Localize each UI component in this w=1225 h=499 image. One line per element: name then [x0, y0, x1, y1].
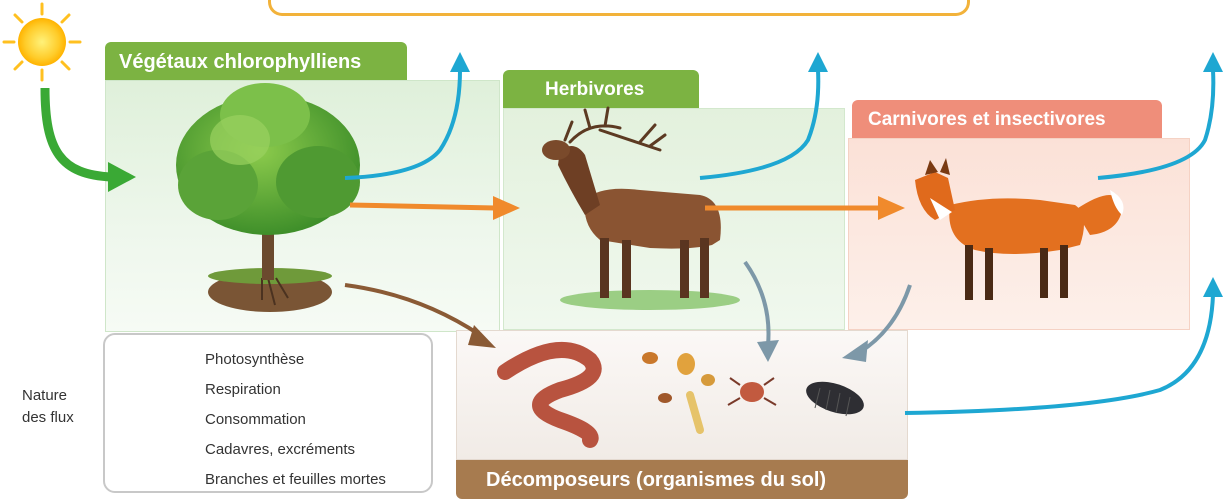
legend-item-consommation: Consommation — [205, 411, 306, 428]
legend-heading-line1: Nature — [22, 385, 74, 407]
legend-box: Photosynthèse Respiration Consommation C… — [103, 333, 433, 493]
cadavres-arrows — [745, 262, 910, 352]
tree-illustration — [176, 83, 360, 312]
legend-item-branches: Branches et feuilles mortes — [205, 471, 386, 488]
insects-illustration — [642, 352, 776, 430]
legend-item-cadavres: Cadavres, excréments — [205, 441, 355, 458]
legend-item-respiration: Respiration — [205, 381, 281, 398]
worm-illustration — [505, 350, 594, 440]
sun-icon — [4, 4, 80, 80]
photosynthesis-arrow — [45, 88, 136, 192]
legend-heading: Nature des flux — [22, 385, 74, 429]
respiration-arrows — [345, 70, 1213, 413]
fox-illustration — [915, 158, 1124, 300]
legend-item-photosynthese: Photosynthèse — [205, 351, 304, 368]
woodlouse-illustration — [802, 375, 868, 420]
legend-heading-line2: des flux — [22, 407, 74, 429]
